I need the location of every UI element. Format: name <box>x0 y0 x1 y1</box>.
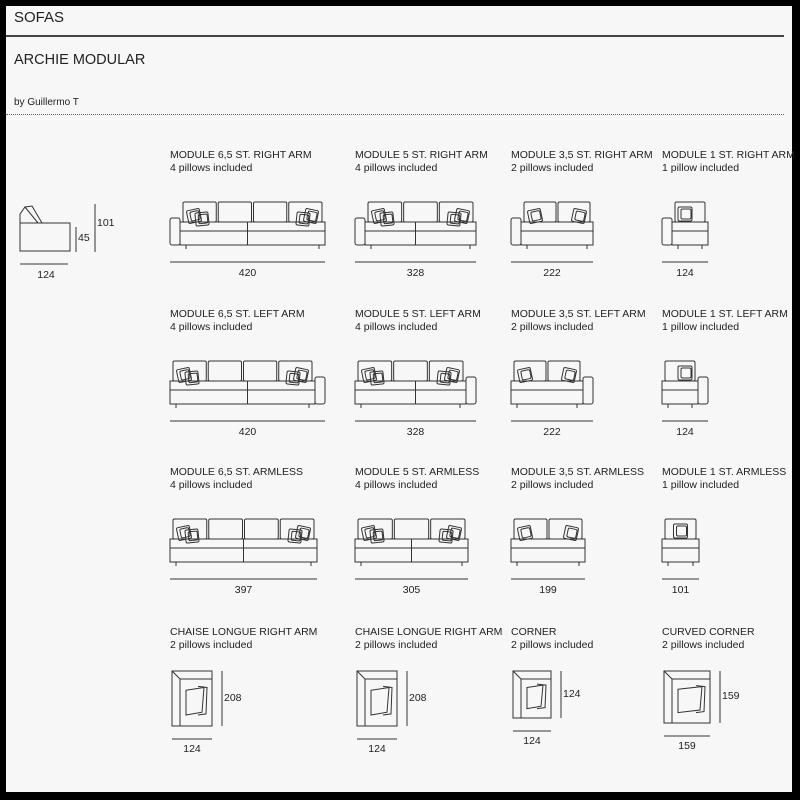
module-item: MODULE 1 ST. RIGHT ARM 1 pillow included… <box>661 149 795 279</box>
module-title: MODULE 3,5 ST. LEFT ARM <box>511 308 646 320</box>
module-title: MODULE 5 ST. RIGHT ARM <box>355 149 488 161</box>
width-label: 420 <box>238 426 257 438</box>
module-item: MODULE 1 ST. LEFT ARM 1 pillow included … <box>661 308 788 438</box>
width-label: 328 <box>406 267 425 279</box>
side-view-icon <box>19 204 96 265</box>
module-item: MODULE 3,5 ST. RIGHT ARM 2 pillows inclu… <box>510 149 653 279</box>
sofa-front-drawing <box>354 518 469 580</box>
sofa-front-drawing <box>510 518 586 580</box>
width-label: 420 <box>238 267 257 279</box>
pillows-note: 4 pillows included <box>170 321 253 333</box>
dotted-divider <box>6 114 784 115</box>
sofa-plan-drawing <box>663 670 721 737</box>
module-title: CHAISE LONGUE RIGHT ARM <box>355 626 503 638</box>
depth-label: 159 <box>722 690 740 702</box>
module-item: CURVED CORNER 2 pillows included 159 159 <box>662 626 755 752</box>
module-item: CHAISE LONGUE RIGHT ARM 2 pillows includ… <box>355 626 503 755</box>
module-title: CURVED CORNER <box>662 626 755 638</box>
product-sheet: SOFAS ARCHIE MODULAR by Guillermo T 45 1… <box>6 6 795 792</box>
module-title: CORNER <box>511 626 557 638</box>
pillows-note: 4 pillows included <box>355 162 438 174</box>
width-label: 199 <box>539 584 557 596</box>
sofa-plan-drawing <box>171 670 223 740</box>
pillows-note: 4 pillows included <box>170 162 253 174</box>
width-label: 124 <box>368 743 386 755</box>
sofa-front-drawing <box>354 360 477 422</box>
pillows-note: 4 pillows included <box>355 479 438 491</box>
module-item: MODULE 5 ST. RIGHT ARM 4 pillows include… <box>354 149 488 279</box>
module-item: MODULE 3,5 ST. LEFT ARM 2 pillows includ… <box>510 308 646 438</box>
width-label: 328 <box>406 426 425 438</box>
width-label: 124 <box>676 426 694 438</box>
depth-label: 124 <box>563 687 581 700</box>
module-item: MODULE 3,5 ST. ARMLESS 2 pillows include… <box>510 466 645 596</box>
depth-label: 208 <box>409 691 427 704</box>
sofa-front-drawing <box>661 360 709 422</box>
sofa-front-drawing <box>510 360 594 422</box>
module-item: MODULE 6,5 ST. LEFT ARM 4 pillows includ… <box>169 308 326 438</box>
category-heading: SOFAS <box>14 9 65 26</box>
module-item: MODULE 1 ST. ARMLESS 1 pillow included 1… <box>661 466 787 596</box>
width-label: 101 <box>671 584 690 596</box>
width-label: 159 <box>678 740 696 752</box>
sofa-front-drawing <box>661 201 709 263</box>
pillows-note: 2 pillows included <box>511 639 594 651</box>
sofa-front-drawing <box>510 201 594 263</box>
module-title: MODULE 6,5 ST. LEFT ARM <box>170 308 305 320</box>
module-title: MODULE 6,5 ST. ARMLESS <box>170 466 304 478</box>
module-title: MODULE 1 ST. LEFT ARM <box>662 308 788 320</box>
pillows-note: 2 pillows included <box>170 639 253 651</box>
sofa-front-drawing <box>169 518 318 580</box>
module-title: CHAISE LONGUE RIGHT ARM <box>170 626 318 638</box>
pillows-note: 4 pillows included <box>355 321 438 333</box>
module-item: CHAISE LONGUE RIGHT ARM 2 pillows includ… <box>170 626 318 755</box>
module-item: MODULE 6,5 ST. ARMLESS 4 pillows include… <box>169 466 318 596</box>
width-label: 305 <box>402 584 421 596</box>
pillows-note: 1 pillow included <box>662 321 740 333</box>
sofa-front-drawing <box>661 518 700 580</box>
width-label: 124 <box>523 735 541 747</box>
width-label: 222 <box>543 267 561 279</box>
width-label: 397 <box>234 584 253 596</box>
module-item: MODULE 5 ST. ARMLESS 4 pillows included … <box>354 466 480 596</box>
designer-credit: by Guillermo T <box>14 97 79 108</box>
sofa-front-drawing <box>169 360 326 422</box>
module-item: MODULE 6,5 ST. RIGHT ARM 4 pillows inclu… <box>169 149 326 279</box>
height-label: 101 <box>97 217 115 229</box>
sofa-plan-drawing <box>512 670 562 732</box>
sofa-plan-drawing <box>356 670 408 740</box>
module-title: MODULE 5 ST. LEFT ARM <box>355 308 481 320</box>
module-title: MODULE 1 ST. ARMLESS <box>662 466 787 478</box>
module-title: MODULE 6,5 ST. RIGHT ARM <box>170 149 312 161</box>
width-label: 124 <box>183 743 201 755</box>
module-title: MODULE 3,5 ST. RIGHT ARM <box>511 149 653 161</box>
pillows-note: 2 pillows included <box>662 639 745 651</box>
width-label: 222 <box>543 426 561 438</box>
sofa-front-drawing <box>169 201 326 263</box>
pillows-note: 2 pillows included <box>511 479 594 491</box>
pillows-note: 4 pillows included <box>170 479 253 491</box>
pillows-note: 2 pillows included <box>511 321 594 333</box>
pillows-note: 2 pillows included <box>355 639 438 651</box>
module-item: CORNER 2 pillows included 124 124 <box>511 626 594 747</box>
seat-height-label: 45 <box>78 232 90 244</box>
product-title: ARCHIE MODULAR <box>14 52 146 68</box>
pillows-note: 1 pillow included <box>662 479 740 491</box>
depth-label: 124 <box>37 269 55 281</box>
depth-label: 208 <box>224 691 242 704</box>
module-title: MODULE 5 ST. ARMLESS <box>355 466 480 478</box>
pillows-note: 1 pillow included <box>662 162 740 174</box>
pillows-note: 2 pillows included <box>511 162 594 174</box>
module-title: MODULE 3,5 ST. ARMLESS <box>511 466 645 478</box>
module-title: MODULE 1 ST. RIGHT ARM <box>662 149 795 161</box>
heading-divider <box>6 35 784 37</box>
module-item: MODULE 5 ST. LEFT ARM 4 pillows included… <box>354 308 481 438</box>
width-label: 124 <box>676 267 694 279</box>
sofa-front-drawing <box>354 201 477 263</box>
